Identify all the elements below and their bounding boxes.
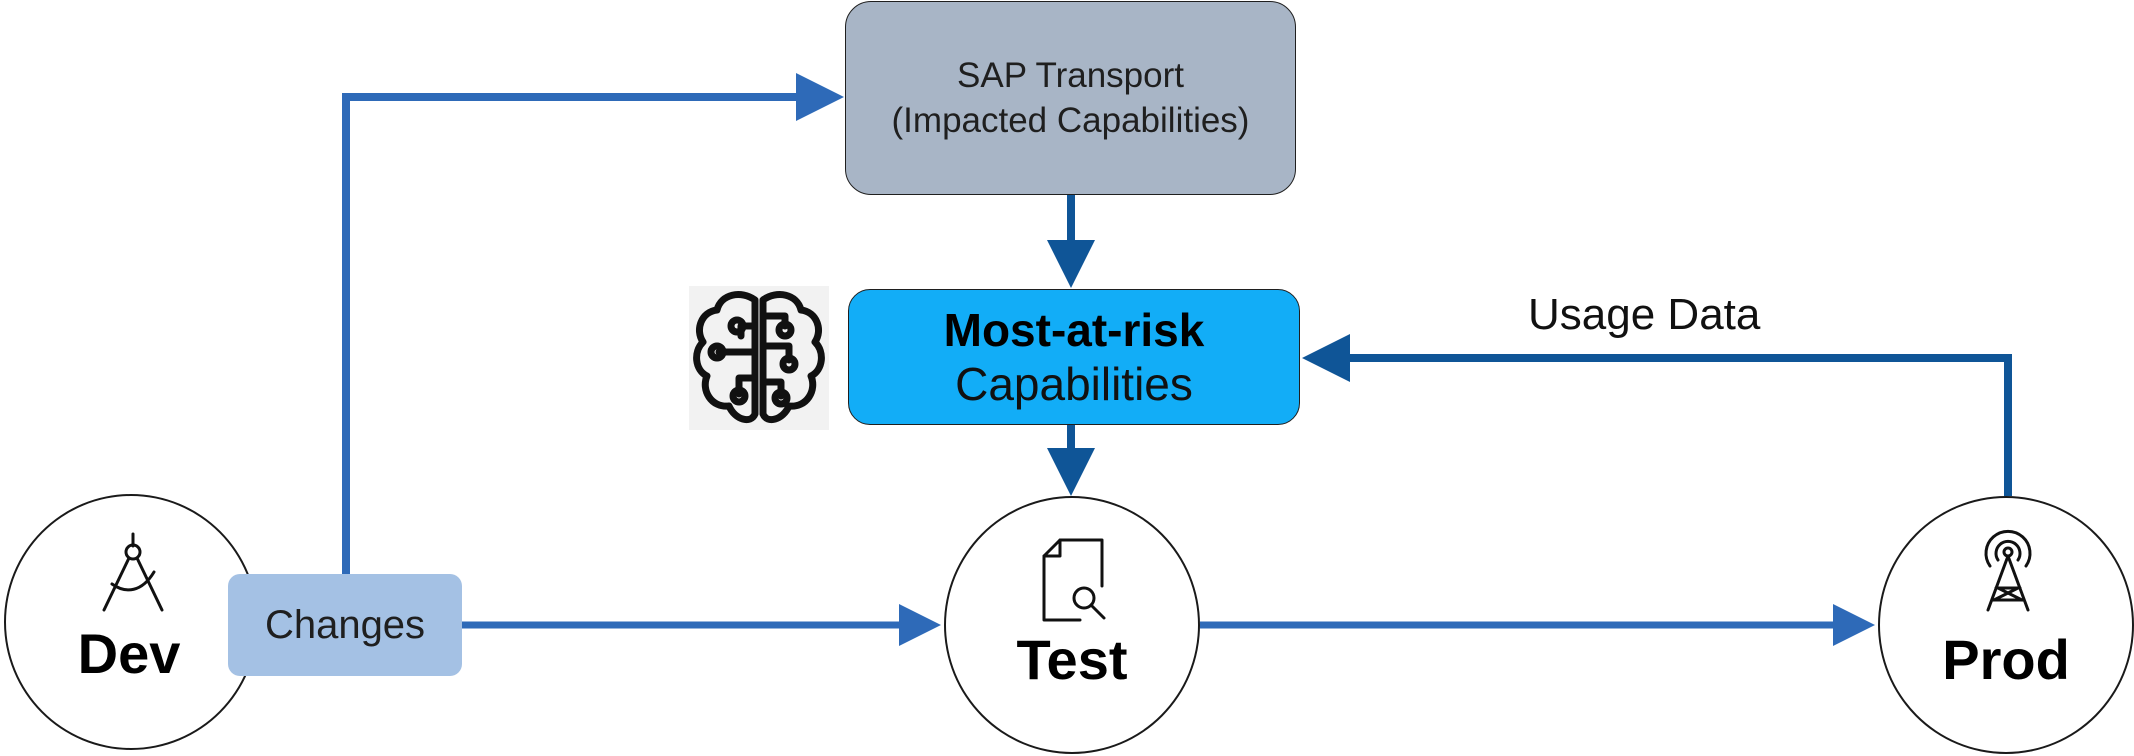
sap-transport-subtitle: (Impacted Capabilities) xyxy=(891,101,1250,140)
sap-transport-title: SAP Transport xyxy=(957,56,1184,95)
antenna-tower-icon xyxy=(1972,526,2044,612)
test-node: Test xyxy=(944,496,1200,754)
most-at-risk-box: Most-at-risk Capabilities xyxy=(848,289,1300,425)
document-search-icon xyxy=(1038,534,1110,624)
most-at-risk-title: Most-at-risk xyxy=(943,304,1205,356)
prod-node: Prod xyxy=(1878,496,2134,754)
dev-node: Dev xyxy=(4,494,258,750)
most-at-risk-subtitle: Capabilities xyxy=(955,358,1193,410)
usage-data-label: Usage Data xyxy=(1528,290,1761,339)
prod-label: Prod xyxy=(1942,628,2070,691)
arrow-prod-to-risk xyxy=(1302,334,2012,496)
ai-brain-circuit-icon xyxy=(689,286,829,430)
arrow-changes-to-sap xyxy=(342,73,844,574)
compass-icon xyxy=(98,532,168,614)
sap-transport-box: SAP Transport (Impacted Capabilities) xyxy=(845,1,1296,195)
test-label: Test xyxy=(1016,628,1128,691)
dev-label: Dev xyxy=(77,622,181,685)
changes-box: Changes xyxy=(228,574,462,676)
changes-label: Changes xyxy=(264,602,426,647)
